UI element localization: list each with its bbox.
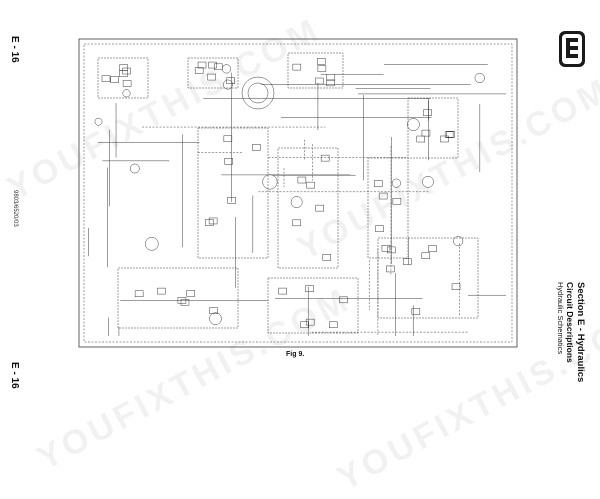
section-subtitle-2: Hydraulic Schematics <box>556 282 565 355</box>
pump-motor-symbol <box>422 175 434 188</box>
valve-spool <box>440 135 449 143</box>
valve-spool <box>180 298 190 306</box>
valve-block <box>377 237 479 319</box>
valve-block <box>267 277 359 334</box>
valve-spool <box>451 283 461 291</box>
valve-spool <box>386 265 395 273</box>
valve-block <box>407 97 459 159</box>
rotary-coupling <box>241 76 275 110</box>
pump-motor-symbol <box>209 312 222 325</box>
valve-spool <box>320 154 330 162</box>
valve-spool <box>421 129 431 137</box>
valve-spool <box>423 109 432 116</box>
valve-block <box>97 57 149 99</box>
jcb-logo <box>559 31 585 67</box>
page-number-bottom: E - 16 <box>9 362 20 389</box>
pump-motor-symbol <box>223 79 233 90</box>
valve-spool <box>428 245 437 252</box>
valve-spool <box>226 77 235 84</box>
section-subtitle: Circuit Descriptions <box>565 282 575 363</box>
section-title: Section E - Hydraulics <box>575 282 586 383</box>
valve-spool <box>208 61 217 69</box>
valve-spool <box>326 74 336 81</box>
valve-spool <box>227 197 236 204</box>
pump-motor-symbol <box>94 117 103 126</box>
valve-spool <box>209 307 218 314</box>
valve-spool <box>224 158 233 165</box>
valve-spool <box>329 321 338 329</box>
valve-spool <box>315 204 324 212</box>
schematic-lines <box>88 64 506 336</box>
valve-spool <box>403 258 412 265</box>
valve-spool <box>194 67 204 74</box>
pump-motor-symbol <box>144 237 159 251</box>
valve-block <box>367 157 409 259</box>
valve-spool <box>305 318 315 326</box>
valve-spool <box>446 130 455 138</box>
valve-spool <box>392 198 402 205</box>
rotary-coupling-inner <box>247 82 269 104</box>
valve-block <box>197 127 269 259</box>
valve-spool <box>387 246 396 254</box>
valve-spool <box>411 308 421 315</box>
valve-spool <box>214 63 223 71</box>
pump-motor-symbol <box>129 163 140 174</box>
valve-spool <box>119 64 128 71</box>
valve-spool <box>373 180 383 187</box>
page-number-top: E - 16 <box>9 36 20 63</box>
pump-motor-symbol <box>407 118 420 131</box>
valve-spool <box>122 67 131 75</box>
valve-spool <box>322 254 332 261</box>
valve-spool <box>134 290 144 297</box>
valve-spool <box>317 65 327 72</box>
valve-spool <box>316 58 326 65</box>
valve-spool <box>278 287 287 295</box>
valve-spool <box>208 217 218 225</box>
valve-spool <box>306 181 315 189</box>
valve-block <box>287 52 344 89</box>
valve-spool <box>416 135 425 143</box>
valve-block <box>117 267 239 329</box>
valve-spool <box>339 296 348 304</box>
valve-spool <box>223 135 233 143</box>
valve-spool <box>375 225 384 232</box>
valve-spool <box>119 70 128 77</box>
pump-motor-symbol <box>221 64 232 74</box>
valve-spool <box>292 63 302 71</box>
valve-spool <box>381 244 391 252</box>
valve-spool <box>421 252 431 259</box>
valve-block <box>187 57 239 89</box>
pump-motor-symbol <box>474 73 485 84</box>
valve-spool <box>186 290 195 297</box>
pump-motor-symbol <box>290 196 303 209</box>
valve-spool <box>197 61 207 69</box>
section-titles: Section E - Hydraulics Circuit Descripti… <box>556 282 586 392</box>
valve-spool <box>300 321 309 328</box>
valve-spool <box>444 131 454 138</box>
schematic-frame <box>78 38 518 348</box>
valve-spool <box>157 287 166 295</box>
valve-spool <box>122 80 132 87</box>
pump-motor-symbol <box>391 178 401 188</box>
valve-spool <box>177 297 187 304</box>
valve-spool <box>101 75 111 82</box>
valve-spool <box>207 73 216 81</box>
valve-spool <box>305 285 314 292</box>
valve-spool <box>378 192 388 200</box>
hydraulic-schematic <box>78 38 518 348</box>
pump-motor-symbol <box>122 89 131 98</box>
figure-caption: Fig 9. <box>286 351 305 358</box>
schematic-components <box>94 52 485 334</box>
valve-block <box>277 147 339 269</box>
pump-motor-symbol <box>262 174 278 190</box>
valve-spool <box>326 79 335 87</box>
valve-spool <box>315 77 324 85</box>
valve-spool <box>297 176 307 184</box>
valve-spool <box>292 219 301 227</box>
valve-spool <box>205 219 214 226</box>
valve-spool <box>252 144 261 151</box>
valve-spool <box>110 76 119 83</box>
pump-motor-symbol <box>453 236 464 247</box>
